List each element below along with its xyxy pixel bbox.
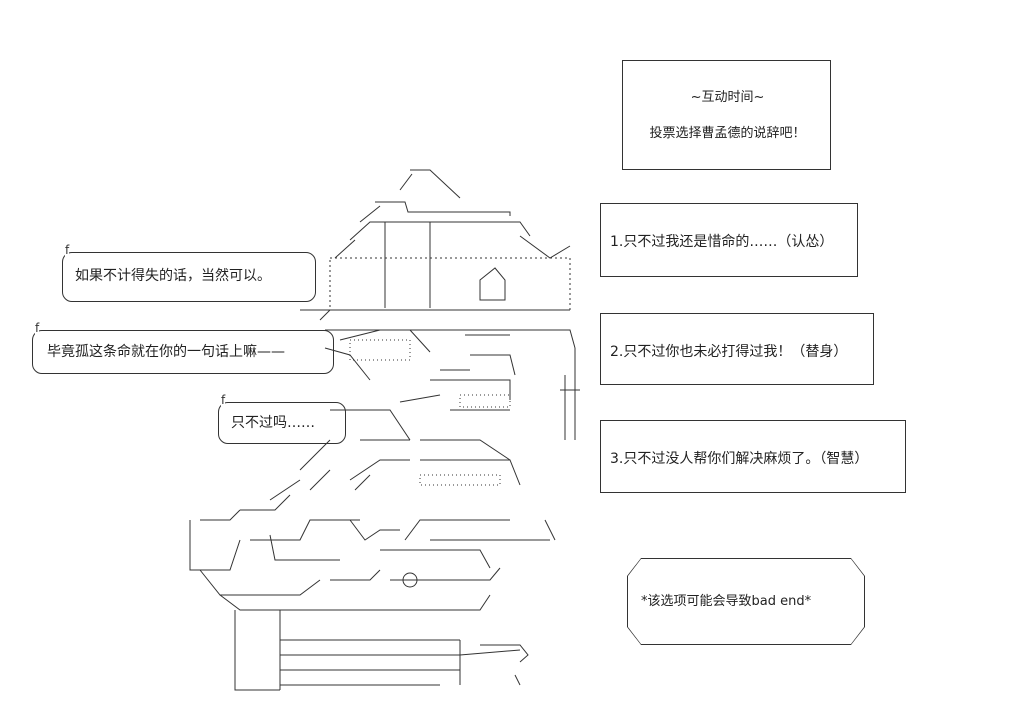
option-1-label: 1.只不过我还是惜命的……（认怂） [610,234,834,250]
info-box: ~互动时间~ 投票选择曹孟德的说辞吧！ [622,60,831,170]
speech-bubble-2: f 毕竟孤这条命就在你的一句话上嘛—— [32,321,334,374]
bubble-tail-icon: f [35,321,40,335]
speech-bubble-2-text: 毕竟孤这条命就在你的一句话上嘛—— [47,344,285,360]
warning-text: *该选项可能会导致bad end* [641,594,812,609]
bubble-tail-icon: f [221,393,226,407]
vote-prompt: 投票选择曹孟德的说辞吧！ [649,126,806,141]
warning-box-inner: *该选项可能会导致bad end* [628,559,864,644]
option-3-box[interactable]: 3.只不过没人帮你们解决麻烦了。（智慧） [600,420,906,493]
speech-bubble-1: f 如果不计得失的话，当然可以。 [62,243,316,302]
bubble-tail-icon: f [65,243,70,257]
interaction-time-title: ~互动时间~ [690,90,765,105]
option-1-box[interactable]: 1.只不过我还是惜命的……（认怂） [600,203,858,277]
speech-bubble-1-text: 如果不计得失的话，当然可以。 [75,268,271,284]
speech-bubble-3: f 只不过吗…… [218,393,346,444]
option-2-box[interactable]: 2.只不过你也未必打得过我！（替身） [600,313,874,385]
option-3-label: 3.只不过没人帮你们解决麻烦了。（智慧） [610,451,869,467]
warning-box: *该选项可能会导致bad end* [627,558,865,645]
ascii-art-character-illustration [189,169,580,691]
option-2-label: 2.只不过你也未必打得过我！（替身） [610,344,848,360]
speech-bubble-3-text: 只不过吗…… [231,415,315,431]
